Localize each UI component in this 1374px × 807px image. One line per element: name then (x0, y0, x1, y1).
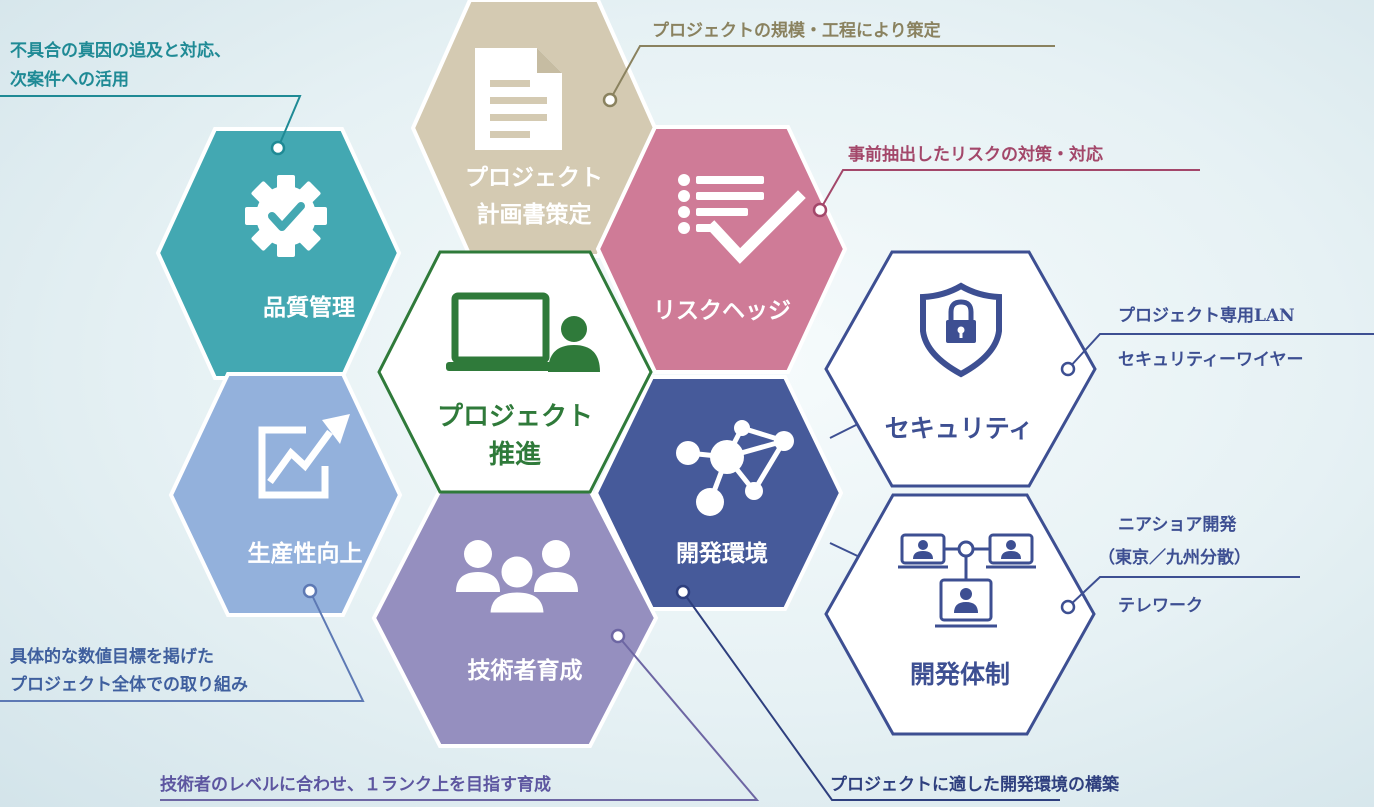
plan-title-line1: プロジェクト (465, 164, 603, 191)
document-icon (475, 48, 562, 150)
gear-check-icon (245, 175, 327, 257)
devsystem-caption-line2: （東京／九州分散） (1098, 547, 1251, 568)
quality-leader-dot (270, 140, 286, 156)
hex-devsystem[interactable] (824, 493, 1096, 736)
quality-leader-line (0, 95, 302, 149)
productivity-caption-line1: 具体的な数値目標を掲げた (9, 646, 214, 667)
checklist-icon (678, 174, 806, 264)
risk-title: リスクヘッジ (653, 297, 791, 324)
training-caption: 技術者のレベルに合わせ、１ランク上を目指す育成 (160, 774, 551, 795)
people-group-icon (456, 540, 578, 616)
plan-caption: プロジェクトの規模・工程により策定 (652, 20, 941, 41)
connected-monitors-icon (898, 533, 1036, 628)
risk-caption: 事前抽出したリスクの対策・対応 (848, 144, 1103, 165)
center-title-line2: 推進 (489, 440, 541, 470)
shield-lock-icon (920, 282, 1002, 378)
hex-center[interactable] (377, 250, 653, 494)
security-caption-line1: プロジェクト専用LAN (1118, 305, 1295, 326)
devenv-leader-line (682, 591, 1060, 801)
laptop-user-icon (446, 292, 600, 372)
devsystem-caption-line1: ニアショア開発 (1118, 514, 1237, 535)
plan-leader-dot (602, 92, 618, 108)
training-title: 技術者育成 (468, 657, 583, 684)
devsystem-leader-line (1067, 576, 1300, 608)
devenv-caption: プロジェクトに適した開発環境の構築 (830, 774, 1120, 795)
plan-leader-line (609, 45, 1055, 101)
hex-risk[interactable] (595, 125, 848, 374)
devsystem-caption-line3: テレワーク (1118, 596, 1203, 616)
quality-caption-line1: 不具合の真因の追及と対応、 (10, 40, 231, 61)
productivity-leader-dot (302, 583, 318, 599)
productivity-title: 生産性向上 (248, 540, 363, 567)
security-title: セキュリティ (885, 414, 1034, 443)
quality-caption-line2: 次案件への活用 (10, 69, 129, 90)
risk-leader-dot (812, 202, 828, 218)
training-leader-dot (610, 628, 626, 644)
productivity-leader-line (0, 590, 365, 702)
devsystem-title: 開発体制 (910, 660, 1010, 689)
network-nodes-icon (676, 420, 794, 516)
devsystem-leader-dot (1060, 599, 1076, 615)
devenv-leader-dot (675, 584, 691, 600)
quality-title: 品質管理 (263, 294, 355, 321)
security-leader-dot (1060, 361, 1076, 377)
risk-leader-line (819, 169, 1200, 211)
plan-title-line2: 計画書策定 (477, 201, 592, 228)
productivity-caption-line2: プロジェクト全体での取り組み (10, 674, 248, 695)
center-title-line1: プロジェクト (437, 402, 593, 432)
security-caption-line2: セキュリティーワイヤー (1118, 350, 1303, 370)
chart-arrow-icon (258, 414, 350, 499)
devenv-title: 開発環境 (676, 540, 768, 567)
training-leader-line (160, 635, 760, 801)
security-leader-line (1067, 333, 1374, 370)
